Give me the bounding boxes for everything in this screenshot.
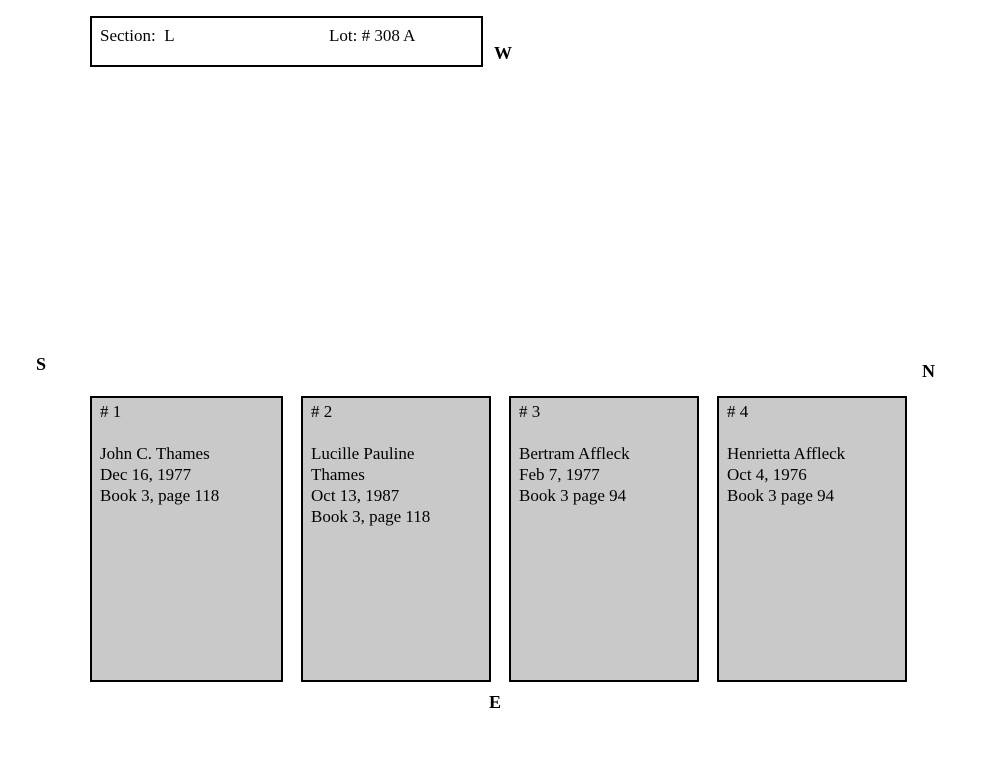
plot-book-line: Book 3 page 94 <box>727 486 835 505</box>
plot-info: Bertram Affleck Feb 7, 1977 Book 3 page … <box>519 443 689 506</box>
plot-number: # 4 <box>727 402 749 421</box>
plot-info: John C. Thames Dec 16, 1977 Book 3, page… <box>100 443 273 506</box>
lot-label: Lot: # 308 A <box>329 26 416 45</box>
compass-east-label: E <box>489 692 502 712</box>
grave-plot-1: # 1 John C. Thames Dec 16, 1977 Book 3, … <box>90 396 283 682</box>
plot-name-line: Lucille Pauline <box>311 444 415 463</box>
plot-book-line: Book 3 page 94 <box>519 486 627 505</box>
plot-date-line: Feb 7, 1977 <box>519 465 600 484</box>
plot-number: # 3 <box>519 402 541 421</box>
plot-name-line: Henrietta Affleck <box>727 444 846 463</box>
plot-number: # 1 <box>100 402 122 421</box>
plot-info: Lucille Pauline Thames Oct 13, 1987 Book… <box>311 443 481 527</box>
plot-name-line: John C. Thames <box>100 444 210 463</box>
plot-date-line: Oct 4, 1976 <box>727 465 807 484</box>
grave-plot-3: # 3 Bertram Affleck Feb 7, 1977 Book 3 p… <box>509 396 699 682</box>
plot-book-line: Book 3, page 118 <box>100 486 220 505</box>
compass-south-label: S <box>36 354 47 374</box>
plot-date-line: Oct 13, 1987 <box>311 486 400 505</box>
grave-plot-2: # 2 Lucille Pauline Thames Oct 13, 1987 … <box>301 396 491 682</box>
plot-info: Henrietta Affleck Oct 4, 1976 Book 3 pag… <box>727 443 897 506</box>
grave-plot-4: # 4 Henrietta Affleck Oct 4, 1976 Book 3… <box>717 396 907 682</box>
compass-north-label: N <box>922 361 935 381</box>
plot-date-line: Dec 16, 1977 <box>100 465 192 484</box>
plot-name-line: Thames <box>311 465 365 484</box>
section-label: Section: L <box>100 26 175 45</box>
plot-name-line: Bertram Affleck <box>519 444 630 463</box>
lot-header-box: Section: L Lot: # 308 A <box>90 16 483 67</box>
plot-book-line: Book 3, page 118 <box>311 507 431 526</box>
plot-number: # 2 <box>311 402 333 421</box>
compass-west-label: W <box>494 43 512 63</box>
